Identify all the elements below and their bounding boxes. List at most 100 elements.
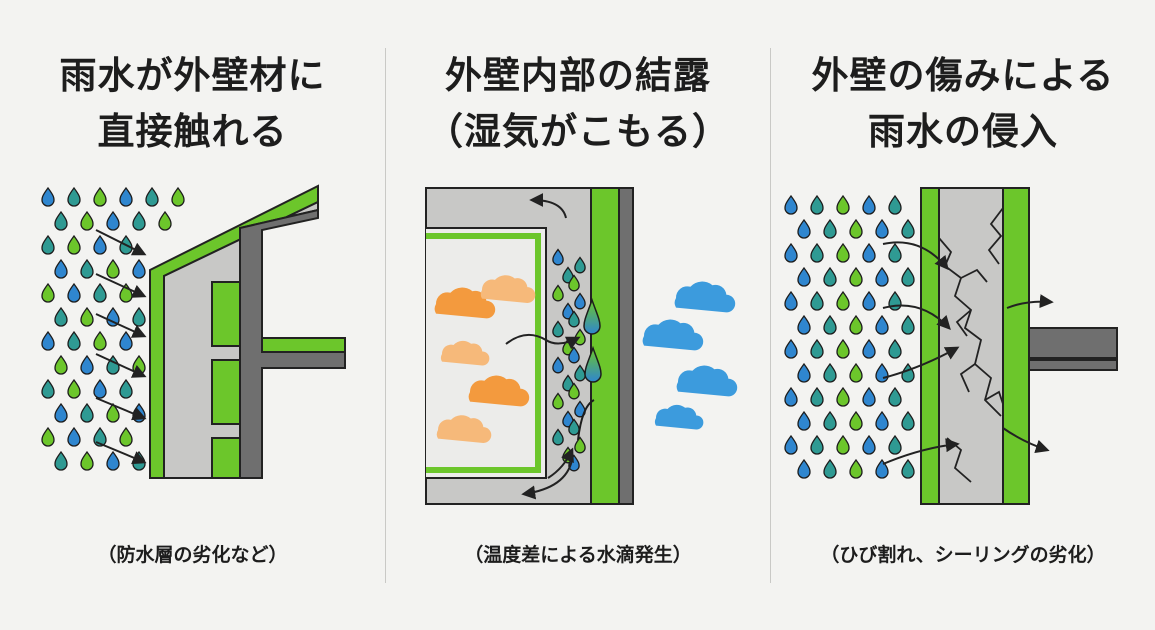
raindrop-icon: [823, 218, 837, 239]
raindrop-icon: [574, 256, 586, 274]
raindrop-icon: [80, 210, 94, 231]
interior-green-layer: [1002, 187, 1030, 505]
raindrop-icon: [784, 338, 798, 359]
raindrop-icon: [132, 258, 146, 279]
cloud-icon: [468, 375, 530, 407]
title-line-2: 雨水の侵入: [868, 110, 1058, 153]
raindrop-icon: [875, 410, 889, 431]
raindrop-icon: [80, 258, 94, 279]
raindrop-icon: [80, 402, 94, 423]
raindrop-icon: [574, 400, 586, 418]
raindrop-icon: [849, 458, 863, 479]
title-line-1: 雨水が外壁材に: [59, 54, 326, 97]
raindrop-icon: [106, 210, 120, 231]
arrow-icon: [95, 273, 147, 298]
raindrop-icon: [568, 418, 580, 436]
raindrop-icon: [119, 378, 133, 399]
raindrop-icon: [41, 234, 55, 255]
raindrop-icon: [849, 314, 863, 335]
title-line-2: （湿気がこもる）: [426, 110, 730, 153]
raindrop-icon: [875, 314, 889, 335]
cloud-icon: [434, 287, 496, 319]
raindrop-icon: [810, 194, 824, 215]
arrow-icon: [1006, 294, 1054, 309]
raindrop-icon: [797, 266, 811, 287]
raindrop-icon: [132, 402, 146, 423]
floor-beam: [1028, 359, 1118, 371]
panel-rain-contact: 雨水が外壁材に 直接触れる （防水層の劣化など）: [0, 0, 385, 630]
raindrop-icon: [823, 266, 837, 287]
cloud-icon: [642, 319, 704, 351]
raindrop-icon: [849, 218, 863, 239]
raindrop-icon: [568, 346, 580, 364]
condensation-drop: [584, 345, 602, 383]
raindrop-icon: [93, 234, 107, 255]
divider: [770, 48, 771, 583]
arrow-icon: [1002, 427, 1050, 454]
arrow-icon: [882, 241, 949, 271]
raindrop-icon: [41, 282, 55, 303]
raindrop-icon: [552, 392, 564, 410]
panel-caption: （温度差による水滴発生）: [464, 544, 692, 566]
cloud-icon: [480, 275, 536, 303]
raindrop-icon: [901, 266, 915, 287]
arrow-icon: [547, 447, 574, 479]
raindrop-icon: [132, 306, 146, 327]
arrow-icon: [505, 333, 581, 350]
raindrop-icon: [158, 210, 172, 231]
raindrop-icon: [862, 338, 876, 359]
raindrop-icon: [810, 242, 824, 263]
raindrop-icon: [562, 374, 574, 392]
raindrop-icon: [54, 354, 68, 375]
raindrop-icon: [568, 274, 580, 292]
raindrop-icon: [849, 362, 863, 383]
raindrop-icon: [797, 218, 811, 239]
raindrop-icon: [93, 330, 107, 351]
raindrop-icon: [862, 434, 876, 455]
raindrop-icon: [836, 242, 850, 263]
panel-caption: （ひび割れ、シーリングの劣化）: [820, 544, 1106, 566]
raindrop-icon: [80, 306, 94, 327]
raindrop-icon: [54, 210, 68, 231]
raindrop-icon: [67, 186, 81, 207]
raindrop-icon: [67, 378, 81, 399]
raindrop-icon: [836, 338, 850, 359]
raindrop-icon: [552, 284, 564, 302]
title-line-1: 外壁の傷みによる: [811, 54, 1115, 97]
raindrop-icon: [106, 450, 120, 471]
cloud-icon: [440, 340, 490, 366]
raindrop-icon: [119, 426, 133, 447]
raindrop-icon: [171, 186, 185, 207]
raindrop-icon: [875, 458, 889, 479]
panel-leak-through-damage: 外壁の傷みによる 雨水の侵入: [771, 0, 1155, 630]
raindrop-icon: [145, 186, 159, 207]
wall-stud: [211, 437, 241, 479]
condensation-drop: [577, 399, 595, 441]
raindrop-icon: [54, 306, 68, 327]
raindrop-icon: [823, 458, 837, 479]
raindrop-icon: [93, 186, 107, 207]
raindrop-icon-group: [41, 186, 185, 471]
raindrop-icon: [574, 436, 586, 454]
raindrop-icon: [901, 218, 915, 239]
raindrop-icon: [562, 266, 574, 284]
raindrop-icon: [54, 258, 68, 279]
damaged-wall: [938, 187, 1004, 505]
raindrop-icon: [41, 186, 55, 207]
arrow-icon: [95, 229, 147, 256]
divider: [385, 48, 386, 583]
cloud-icon: [436, 415, 492, 443]
raindrop-icon: [849, 266, 863, 287]
raindrop-icon: [810, 338, 824, 359]
raindrop-icon: [875, 218, 889, 239]
raindrop-icon: [901, 314, 915, 335]
interior-green-layer: [426, 233, 541, 473]
title-line-2: 直接触れる: [97, 110, 288, 153]
raindrop-icon: [849, 410, 863, 431]
raindrop-icon: [67, 330, 81, 351]
raindrop-icon: [836, 194, 850, 215]
panel-title: 雨水が外壁材に 直接触れる: [0, 48, 385, 160]
raindrop-icon: [875, 266, 889, 287]
arrow-icon: [882, 304, 951, 331]
floor-layer: [261, 337, 346, 353]
